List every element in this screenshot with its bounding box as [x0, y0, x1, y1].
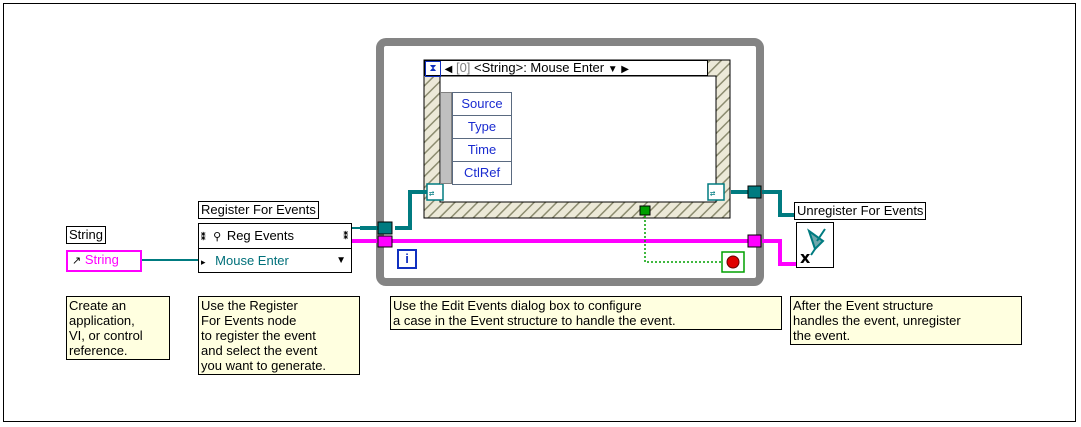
- string-control-label: String: [66, 226, 106, 244]
- hourglass-icon: ⧗: [425, 61, 441, 77]
- stop-icon: [726, 255, 740, 269]
- event-data-source: Source: [453, 93, 511, 116]
- error-in-icon: ⁑: [201, 232, 206, 242]
- unregister-node-label: Unregister For Events: [794, 202, 927, 220]
- dropdown-arrow-icon[interactable]: ▼: [607, 64, 618, 75]
- string-control-terminal[interactable]: ↗ String: [66, 250, 142, 272]
- error-out-icon: ⁑: [343, 231, 349, 241]
- iteration-terminal: [397, 249, 417, 269]
- iteration-label: i: [405, 251, 409, 266]
- event-select-row[interactable]: ▸ Mouse Enter ▼: [199, 249, 351, 273]
- increment-arrow-icon[interactable]: ▶: [621, 64, 629, 75]
- antenna-icon: ⚲: [213, 231, 222, 243]
- reg-events-row: ⁑ ⚲ Reg Events ⁑: [199, 224, 351, 249]
- dynamic-event-terminal-right: [707, 183, 725, 201]
- while-loop-frame: [376, 38, 764, 286]
- note-edit-events: Use the Edit Events dialog box to config…: [390, 296, 782, 330]
- svg-text:⇄: ⇄: [429, 189, 435, 199]
- event-data-type: Type: [453, 116, 511, 139]
- note-register: Use the Register For Events node to regi…: [198, 296, 360, 375]
- register-node-label: Register For Events: [198, 201, 319, 219]
- string-control-icon: ↗: [72, 255, 82, 267]
- note-unregister: After the Event structure handles the ev…: [790, 296, 1022, 345]
- svg-text:x: x: [800, 248, 811, 267]
- error-wire: [350, 239, 796, 266]
- svg-text:⇄: ⇄: [710, 189, 716, 199]
- diagram-frame: [3, 3, 1076, 422]
- case-index: [0]: [455, 60, 471, 75]
- tunnel-refnum-out: [747, 185, 762, 199]
- note-reference: Create an application, VI, or control re…: [66, 296, 170, 360]
- unregister-icon: x: [800, 228, 826, 267]
- event-data-ctlref: CtlRef: [463, 165, 501, 180]
- case-text: <String>: Mouse Enter: [474, 60, 605, 75]
- event-data-node-handle: [440, 92, 452, 184]
- tunnel-error-in: [377, 235, 393, 248]
- stop-boolean-wire: [644, 212, 722, 263]
- event-data-node[interactable]: Source Type Time CtlRef: [452, 92, 512, 185]
- event-registration-wire: [360, 190, 796, 230]
- event-selector[interactable]: ⧗ ◀ [0] <String>: Mouse Enter ▼ ▶: [424, 60, 708, 77]
- event-data-time: Time: [453, 139, 511, 162]
- row-arrow-icon: ▸: [201, 257, 206, 267]
- tunnel-refnum-in: [377, 221, 393, 235]
- tunnel-error-out: [747, 234, 762, 248]
- timeout-terminal: [639, 205, 651, 216]
- decrement-arrow-icon[interactable]: ◀: [444, 64, 453, 75]
- unregister-for-events-node[interactable]: x: [796, 222, 834, 268]
- register-for-events-node[interactable]: ⁑ ⚲ Reg Events ⁑ ▸ Mouse Enter ▼: [198, 223, 352, 273]
- dynamic-event-terminal-left: [426, 183, 444, 201]
- row-dropdown-icon[interactable]: ▼: [336, 255, 346, 266]
